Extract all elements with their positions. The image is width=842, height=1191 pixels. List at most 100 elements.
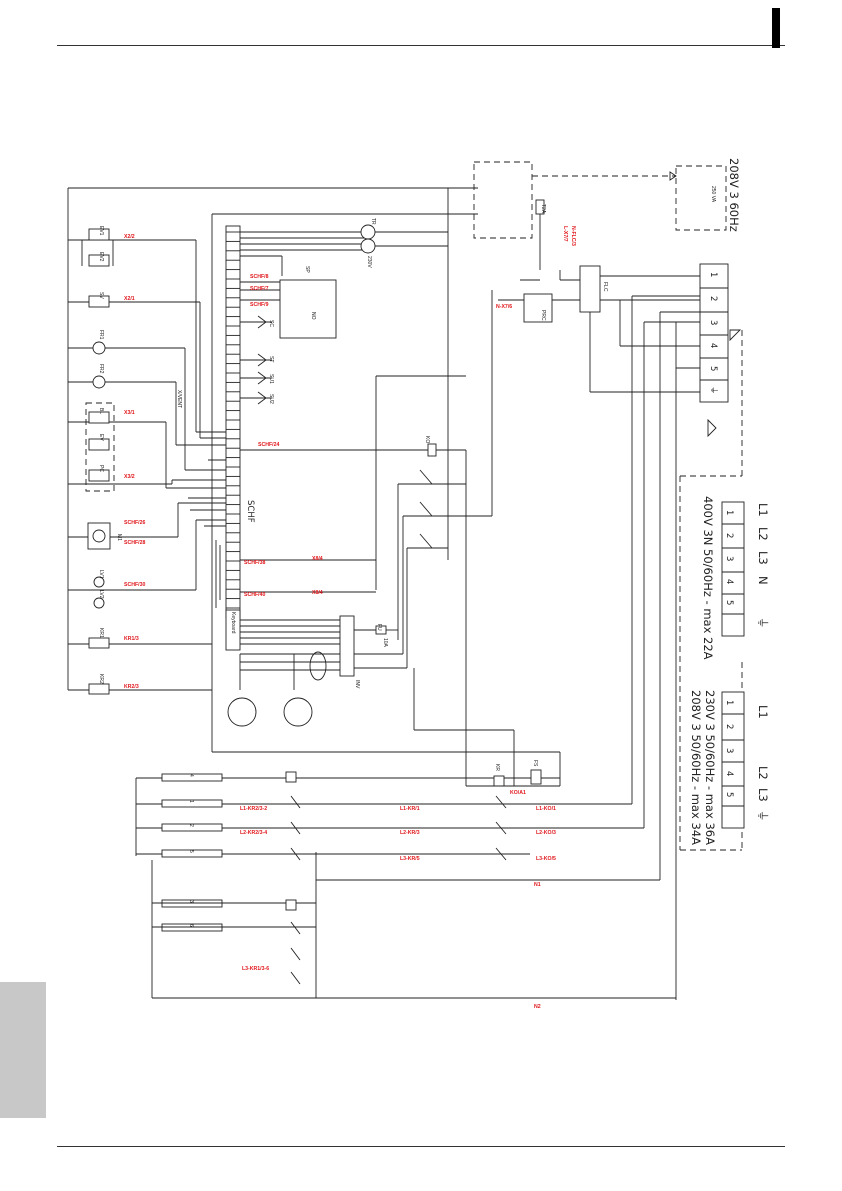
lbl-n2: N2: [534, 1004, 541, 1010]
ev2-coil: [88, 254, 110, 267]
heater-num-2: 2: [188, 824, 194, 827]
lbl-schf-28: SCHF/28: [124, 540, 145, 546]
inverter: [227, 615, 407, 727]
lbl-ev2: EV2: [98, 252, 104, 262]
heater-num-5: 5: [188, 850, 194, 853]
kr1-coil: [88, 637, 110, 649]
lbl-no: NO: [310, 312, 316, 320]
fu-t2a: [535, 199, 545, 215]
schf-label: SCHF: [245, 500, 255, 523]
top-right-box: [473, 161, 727, 393]
heater-2: [161, 823, 223, 832]
terminal-1: 1: [708, 272, 718, 277]
heater-num-4: 4: [188, 774, 194, 777]
tr-transformer: [360, 224, 376, 240]
lbl-schf-26: SCHF/26: [124, 520, 145, 526]
lbl-schf-30: SCHF/30: [124, 582, 145, 588]
lbl-lv1: LV1: [98, 570, 104, 579]
flc-filter: [579, 265, 601, 313]
footer-rule: [57, 1146, 785, 1147]
lbl-l-x77: L-X7/7: [562, 226, 568, 242]
lbl-n-x76: N-X7/6: [496, 304, 512, 310]
lbl-n-flc3: N-FLC/3: [570, 226, 576, 246]
phase-top-l1: L1: [756, 503, 770, 517]
no-relay: [279, 279, 337, 339]
ground-symbol: ⏚: [708, 386, 718, 395]
terminal-2: 2: [708, 296, 718, 301]
heater-num-1: 1: [188, 800, 194, 803]
tbl2-4: 4: [724, 771, 734, 776]
fs-fuse: [530, 769, 542, 785]
phase-bot-l1: L1: [756, 705, 770, 719]
lbl-su2: SU2: [268, 394, 274, 404]
supply-tables: 1 2 3 4 5 1 2 3 4 5 400V 3N 50/60Hz - ma…: [689, 158, 770, 845]
lbl-ev: EV: [98, 434, 104, 441]
lbl-inv: INV: [354, 680, 360, 689]
supply-400v: 400V 3N 50/60Hz - max 22A: [701, 496, 715, 660]
tbl1-2: 2: [724, 533, 734, 538]
phase-bot-l3: L3: [756, 788, 770, 802]
ko-contacts: [240, 290, 493, 668]
lbl-schf-7: SCHF/7: [250, 286, 269, 292]
tbl2-1: 1: [724, 700, 734, 705]
lbl-kr2: KR2: [98, 674, 104, 684]
lbl-x-vent: X/VENT: [176, 390, 182, 408]
header-rule: [57, 45, 785, 46]
lbl-l1-kr2: L1-KR2/3-2: [240, 806, 267, 812]
kr2-contactor: [285, 771, 297, 783]
lv1-lamp: [93, 576, 105, 588]
side-tab: [0, 982, 46, 1118]
phase-bot-gnd: ⏚: [756, 810, 770, 822]
lbl-su1: SU1: [268, 374, 274, 384]
phase-top-gnd: ⏚: [756, 617, 770, 629]
lbl-tr: TR: [370, 218, 376, 225]
tbl1-1: 1: [724, 510, 734, 515]
heater-num-6: 6: [188, 924, 194, 927]
lbl-x2-1: X2/1: [124, 296, 135, 302]
ev1-coil: [88, 228, 110, 241]
heater-3: [161, 899, 223, 908]
lbl-t2a: T2A: [540, 204, 546, 214]
lbl-x8-4b: X8/4: [312, 590, 323, 596]
lbl-l2-kr2: L2-KR2/3-4: [240, 830, 267, 836]
lbl-kr1: KR1: [98, 628, 104, 638]
lbl-fs: FS: [532, 760, 538, 767]
lbl-l1-ko1: L1-KO/1: [536, 806, 556, 812]
ev-coil: [88, 438, 110, 451]
lbl-ko: KO: [424, 436, 430, 443]
terminal-5: 5: [708, 366, 718, 371]
lbl-schf-40: SCHF/40: [244, 592, 265, 598]
lbl-m1: M1: [116, 534, 122, 541]
lbl-st: ST: [268, 356, 274, 362]
schf-board: SCHF Keyboard: [225, 225, 345, 651]
lbl-l2-kr3: L2-KR/3: [400, 830, 420, 836]
heater-6: [161, 923, 223, 932]
pc-coil: [88, 469, 110, 482]
power-section: [135, 450, 676, 999]
keyboard-label: Keyboard: [230, 612, 236, 634]
bl-coil: [88, 411, 110, 424]
sv-coil: [88, 295, 110, 308]
phase-top-n: N: [756, 576, 770, 585]
terminal-4: 4: [708, 343, 718, 348]
motor-m2: [227, 697, 257, 727]
tbl1-3: 3: [724, 556, 734, 561]
red-labels: X2/2 X2/1 X3/1 X3/2 SCHF/26 SCHF/28 SCHF…: [124, 226, 576, 1010]
tbl2-3: 3: [724, 748, 734, 753]
lbl-kr1-3: KR1/3: [124, 636, 139, 642]
heater-1: [161, 799, 223, 808]
lbl-l1-kr1: L1-KR/1: [400, 806, 420, 812]
lbl-l3-kr1: L3-KR1/3-6: [242, 966, 269, 972]
heater-num-3: 3: [188, 900, 194, 903]
lbl-x2-2: X2/2: [124, 234, 135, 240]
ko-coil: [427, 443, 437, 457]
bl-group: [85, 402, 115, 492]
lbl-x3-1: X3/1: [124, 410, 135, 416]
tbl2-5: 5: [724, 792, 734, 797]
lbl-x3-2: X3/2: [124, 474, 135, 480]
lbl-sc: SC: [268, 320, 274, 327]
kr1-contactor: [285, 899, 297, 911]
lbl-l3-ko5: L3-KO/5: [536, 856, 556, 862]
lbl-sp: SP: [304, 266, 310, 273]
supply-230v: 230V 3 50/60Hz - max 36A: [703, 690, 717, 845]
